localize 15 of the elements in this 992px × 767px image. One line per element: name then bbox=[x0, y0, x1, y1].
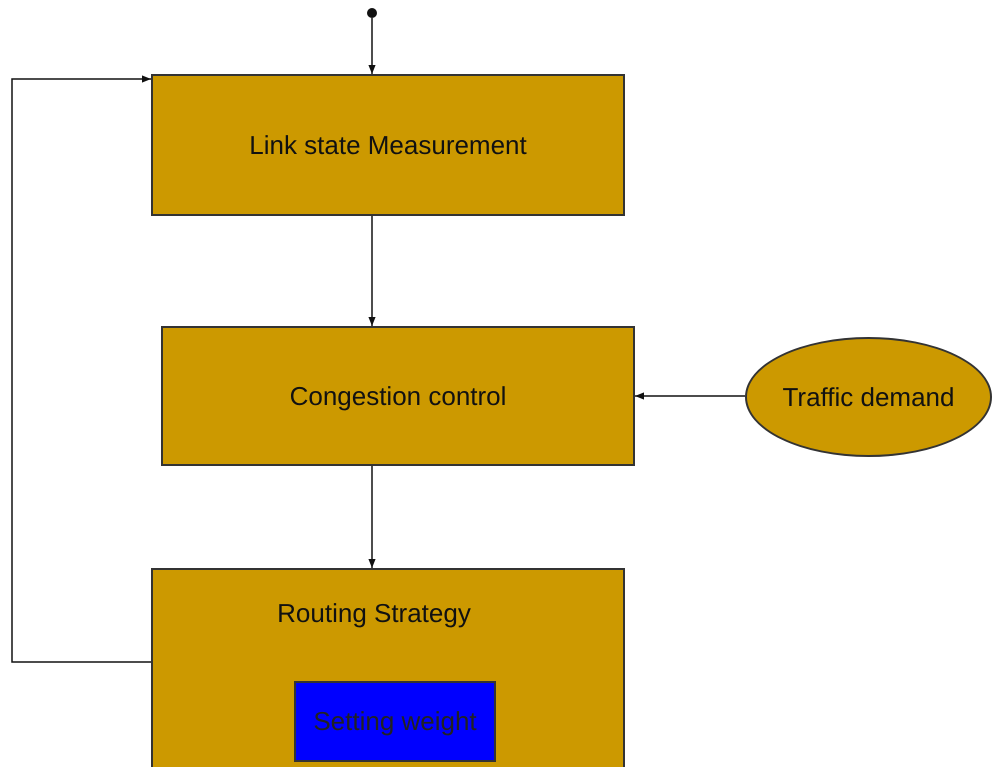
arrow bbox=[11, 75, 151, 663]
arrow bbox=[635, 392, 745, 400]
arrow bbox=[368, 216, 376, 326]
node-label: Traffic demand bbox=[782, 382, 954, 412]
process-box bbox=[161, 326, 635, 466]
process-box bbox=[151, 74, 625, 216]
arrow bbox=[368, 466, 376, 568]
node-label: Setting weight bbox=[313, 706, 477, 737]
process-box bbox=[294, 681, 496, 762]
arrow bbox=[368, 18, 376, 74]
node-label: Link state Measurement bbox=[249, 130, 527, 160]
start-dot bbox=[367, 8, 377, 18]
node-label: Congestion control bbox=[290, 380, 506, 412]
node-label: Routing Strategy bbox=[277, 598, 471, 629]
process-box bbox=[151, 568, 625, 767]
